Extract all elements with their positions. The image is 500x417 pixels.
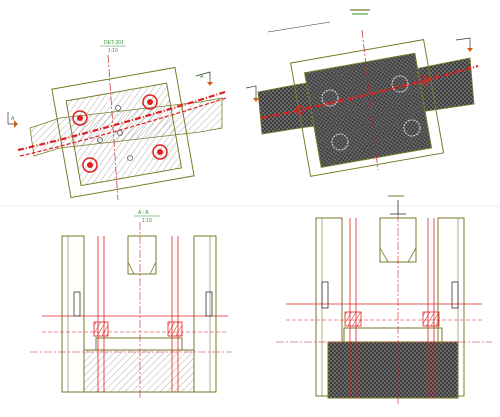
panel-top-left-plan: DET-301 1:10 A A [7, 40, 227, 201]
svg-text:A: A [200, 74, 204, 80]
panel-bottom-right-section [276, 195, 492, 404]
anchor-rods-right [344, 218, 440, 398]
bolt-group-top-right [295, 75, 430, 151]
bolt-group-top-left [72, 94, 168, 173]
section-title: A - A [138, 210, 149, 216]
section-mark-right: A [195, 71, 213, 86]
anchor-rods-left [93, 236, 183, 392]
section-mark-left: A [7, 112, 18, 128]
panel-bottom-left-section: A - A 1:10 [30, 210, 232, 400]
svg-text:A: A [11, 116, 15, 122]
section-scale: 1:10 [142, 218, 152, 224]
section-mark-left-tr [245, 85, 259, 102]
detail-scale: 1:10 [108, 48, 118, 54]
panel-top-right-plan [245, 9, 479, 177]
section-mark-right-tr [455, 37, 473, 52]
detail-title: DET-301 [104, 40, 124, 46]
